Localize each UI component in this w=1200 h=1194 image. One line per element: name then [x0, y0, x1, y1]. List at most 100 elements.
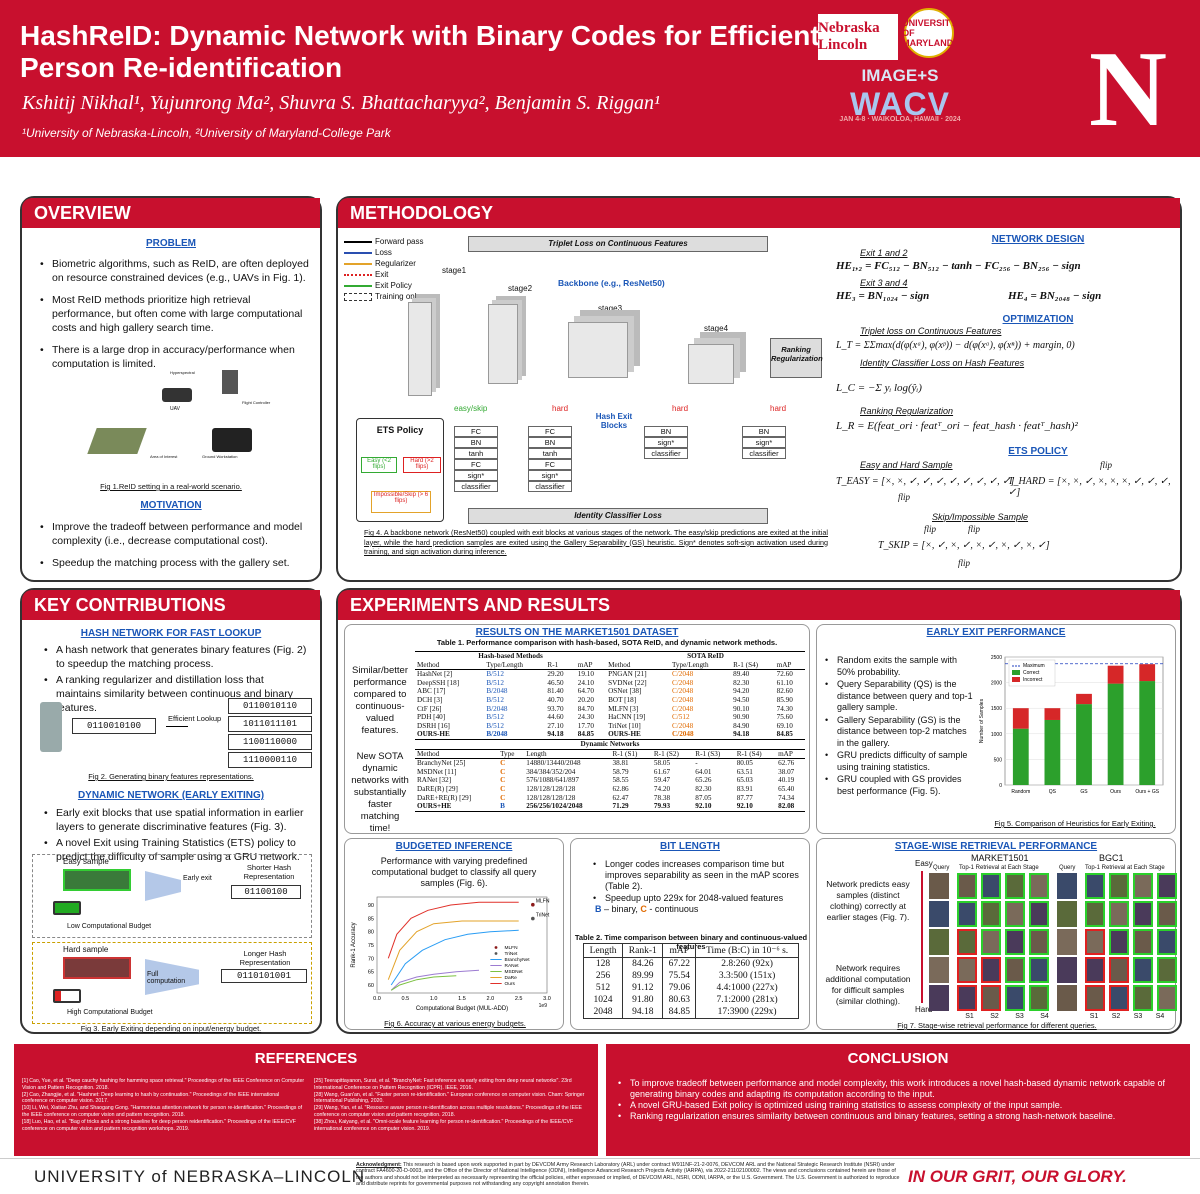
table-cell: MSDNet [11]	[417, 767, 457, 776]
easy-sample-label: Easy sample	[63, 857, 109, 866]
table-cell: OSNet [38]	[608, 687, 642, 696]
table-cell: 128/128/128/128	[526, 793, 576, 802]
stage-label: S4	[1155, 1013, 1165, 1020]
ee-bullet: GRU predicts difficulty of sample using …	[823, 750, 973, 773]
bl-bullet: Longer codes increases comparison time b…	[591, 859, 805, 892]
retrieval-correct	[1133, 873, 1153, 899]
table-cell: 94.18	[622, 1006, 663, 1019]
short-code: 01100100	[231, 885, 301, 899]
triplet-loss-label: Triplet loss on Continuous Features	[860, 326, 1002, 336]
stage-label: stage3	[598, 304, 623, 313]
longer-label: Longer Hash Representation	[239, 949, 291, 967]
easy-skip-label: easy/skip	[454, 404, 488, 413]
legend-label: BranchyNet	[505, 957, 531, 963]
table-cell: 87.77	[736, 793, 753, 802]
legend-swatch	[1012, 677, 1020, 682]
reference-item: [2] Cao, Zhangjie, et al. "Hashnet: Deep…	[22, 1091, 280, 1105]
methodology-title: METHODOLOGY	[338, 198, 1180, 228]
fig1-label: Ground Workstation	[202, 454, 238, 459]
series-line	[387, 901, 519, 959]
block-layer: sign*	[528, 470, 572, 481]
table-column-header: Method	[608, 660, 631, 669]
table-cell: 79.93	[653, 802, 671, 811]
skip-label: Skip/Impossible Sample	[932, 512, 1029, 522]
flip-label: flip	[898, 492, 911, 502]
retrieval-correct	[981, 873, 1001, 899]
table1-caption: Table 1. Performance comparison with has…	[436, 638, 778, 647]
bar-incorrect	[1139, 664, 1156, 682]
table-column-header: Time (B:C) in 10⁻⁶ s.	[695, 943, 799, 958]
table-cell: 17.70	[577, 721, 594, 730]
early-exit-subpanel: EARLY EXIT PERFORMANCE Random exits the …	[816, 624, 1176, 834]
table-group-header: Dynamic Networks	[580, 740, 640, 748]
conclusion-title: CONCLUSION	[847, 1050, 949, 1067]
hash-exit-block-1: FC BN tanh FC sign* classifier	[454, 426, 498, 492]
easy-sample-images	[63, 869, 131, 891]
uav-icon	[162, 388, 192, 402]
retrieval-correct	[1157, 985, 1177, 1011]
retrieval-correct	[1157, 901, 1177, 927]
legend-label: RANet	[505, 963, 520, 969]
table-cell: 64.01	[695, 767, 712, 776]
retrieval-correct	[1157, 929, 1177, 955]
table-cell: 58.79	[612, 767, 629, 776]
fig2-caption: Fig 2. Generating binary features repres…	[88, 772, 254, 781]
y-tick-label: 75	[368, 943, 374, 949]
table-cell: OURS-HE	[608, 730, 641, 739]
table-cell: OURS-HE	[417, 730, 450, 739]
fig1-label: Flight Controller	[242, 400, 271, 405]
query-thumbnail	[1057, 957, 1077, 983]
block-layer: sign*	[644, 437, 688, 448]
legend-label: Exit	[375, 270, 389, 279]
table-cell: B/512	[486, 721, 504, 730]
query-thumbnail	[929, 901, 949, 927]
table-cell: 84.70	[577, 704, 594, 713]
retrieval-correct	[1157, 957, 1177, 983]
table-cell: 256/256/1024/2048	[526, 802, 583, 811]
table-column-header: R-1 (S3)	[695, 749, 721, 758]
table-cell: C/512	[672, 713, 690, 722]
hard-label: hard	[770, 404, 787, 413]
bl-legend-c-text: - continuous	[646, 904, 699, 914]
block-layer: BN	[454, 437, 498, 448]
stage-label: S1	[965, 1013, 974, 1020]
table-cell: 69.10	[776, 721, 793, 730]
retrieval-correct	[1085, 901, 1105, 927]
bl-legend: B – binary, C - continuous	[591, 904, 805, 914]
retrieval-incorrect	[1085, 985, 1105, 1011]
table-column-header: mAP	[778, 749, 793, 758]
hard-label: Hard	[915, 1005, 933, 1014]
y-tick-label: 1500	[991, 706, 1002, 712]
table-cell: 44.60	[547, 713, 564, 722]
legend-label: MSDNet	[505, 969, 524, 975]
gallery-code: 1011011101	[228, 716, 312, 732]
block-layer: BN	[528, 437, 572, 448]
ranking-reg-label: Ranking Regularization	[860, 406, 954, 416]
table-cell: 82.60	[776, 687, 793, 696]
author-list: Kshitij Nikhal¹, Yujunrong Ma², Shuvra S…	[22, 92, 661, 114]
table-cell: 84.90	[733, 721, 750, 730]
reference-item: [1] Cao, Yue, et al. "Deep cauchy hashin…	[22, 1078, 305, 1091]
table-cell: 74.20	[653, 784, 671, 793]
table-cell: 75.60	[776, 713, 793, 722]
table-column-header: R-1 (S4)	[736, 749, 762, 758]
stage3-block	[568, 322, 628, 378]
controller-icon	[222, 370, 238, 394]
table-cell: C	[500, 793, 506, 802]
bar-correct	[1012, 728, 1029, 785]
reference-item: [29] Wang, Yan, et al. "Resource aware p…	[314, 1105, 582, 1118]
arrow-line	[166, 726, 188, 727]
legend-label: TriNet	[505, 951, 519, 957]
table-cell: 38.81	[612, 759, 629, 768]
table-cell: B/2048	[486, 704, 508, 713]
identity-loss-bar: Identity Classifier Loss	[468, 508, 768, 524]
table-cell: 79.06	[662, 982, 696, 994]
hard-label: hard	[552, 404, 569, 413]
x-tick-label: 3.0	[543, 996, 551, 1002]
legend-swatch	[344, 284, 372, 287]
